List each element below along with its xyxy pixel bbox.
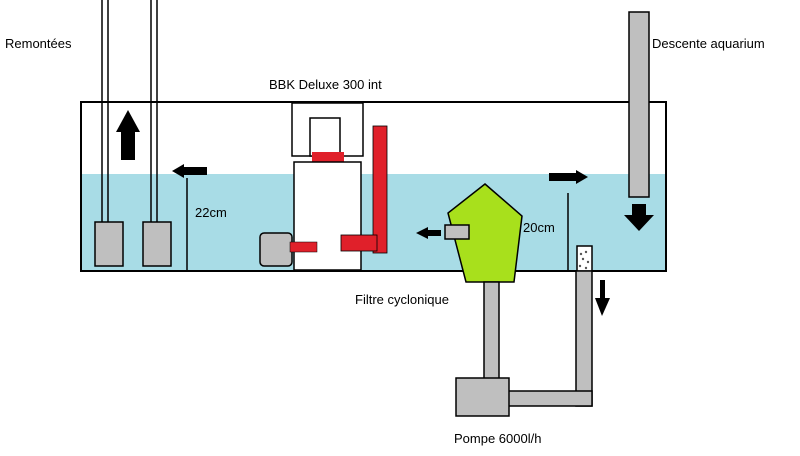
left-arrow-icon bbox=[416, 227, 441, 239]
main-pump bbox=[455, 377, 510, 417]
return-pump-2 bbox=[142, 221, 172, 267]
risers-label: Remontées bbox=[5, 36, 72, 51]
feed-pipe-horizontal bbox=[507, 390, 593, 407]
up-arrow-icon bbox=[116, 110, 140, 160]
cyclone-filter bbox=[444, 183, 523, 380]
right-arrow-icon bbox=[549, 170, 588, 184]
skimmer-body bbox=[293, 161, 362, 271]
skimmer-pump bbox=[259, 232, 293, 267]
pump-label: Pompe 6000l/h bbox=[454, 431, 541, 446]
cyclone-filter-label: Filtre cyclonique bbox=[355, 292, 449, 307]
left-arrow-icon bbox=[172, 164, 207, 178]
down-arrow-icon bbox=[624, 204, 654, 231]
tank-outline bbox=[80, 101, 667, 272]
skimmer-outlet-pipe bbox=[372, 125, 388, 254]
cyclone-stem bbox=[483, 281, 500, 380]
skimmer bbox=[259, 102, 388, 271]
return-pump-1 bbox=[94, 221, 124, 267]
cyclone-outlet bbox=[444, 224, 470, 240]
height-right-label: 20cm bbox=[523, 220, 555, 235]
height-left-label: 22cm bbox=[195, 205, 227, 220]
overflow-box bbox=[576, 245, 593, 272]
skimmer-label: BBK Deluxe 300 int bbox=[269, 77, 382, 92]
down-arrow-icon bbox=[595, 280, 610, 316]
aquarium-down-label: Descente aquarium bbox=[652, 36, 765, 51]
feed-pipe-vertical bbox=[575, 270, 593, 407]
return-pipes bbox=[94, 0, 172, 267]
aquarium-down-pipe bbox=[628, 11, 650, 198]
